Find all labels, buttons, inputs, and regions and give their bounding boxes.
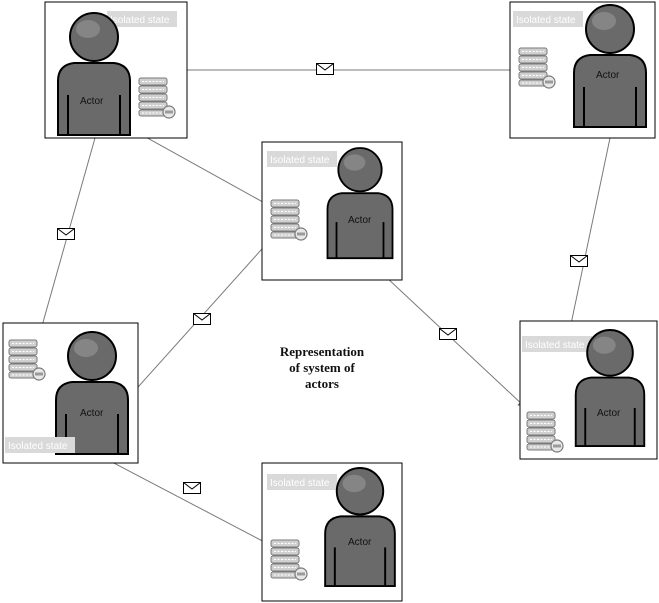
envelope-icon bbox=[570, 255, 588, 267]
caption-line: of system of bbox=[289, 360, 355, 375]
actor-node-bottom: Isolated state Actor bbox=[261, 462, 403, 602]
state-label-bg bbox=[267, 474, 337, 490]
diagram-caption: Representation of system of actors bbox=[280, 344, 365, 391]
state-label-bg bbox=[513, 11, 583, 27]
caption-line: Representation bbox=[280, 344, 365, 359]
actor-label: Actor bbox=[348, 537, 372, 548]
state-label: Isolated state bbox=[110, 15, 170, 26]
caption-line: actors bbox=[305, 376, 339, 391]
state-label: Isolated state bbox=[516, 15, 576, 26]
envelope-icon bbox=[183, 482, 201, 494]
state-label: Isolated state bbox=[8, 441, 68, 452]
actor-node-right: Isolated state Actor bbox=[519, 320, 658, 460]
state-label-bg bbox=[267, 151, 337, 167]
state-label: Isolated state bbox=[270, 155, 330, 166]
actor-label: Actor bbox=[80, 96, 104, 107]
envelope-icon bbox=[57, 228, 75, 240]
state-label-bg bbox=[5, 437, 75, 453]
actor-label: Actor bbox=[597, 408, 621, 419]
actor-label: Actor bbox=[80, 408, 104, 419]
state-label-bg bbox=[522, 336, 592, 352]
actor-node-center: Isolated state Actor bbox=[261, 141, 403, 281]
envelope-icon bbox=[316, 63, 334, 75]
state-label: Isolated state bbox=[525, 340, 585, 351]
actor-label: Actor bbox=[596, 70, 620, 81]
state-label: Isolated state bbox=[270, 478, 330, 489]
envelope-icon bbox=[439, 328, 457, 340]
actor-label: Actor bbox=[348, 215, 372, 226]
actor-node-left: Actor Isolated state bbox=[2, 322, 139, 464]
state-label-bg bbox=[107, 11, 177, 27]
actor-node-top-left: Isolated state Actor bbox=[44, 1, 188, 139]
actor-node-top-right: Isolated state Actor bbox=[509, 1, 656, 139]
envelope-icon bbox=[193, 313, 211, 325]
